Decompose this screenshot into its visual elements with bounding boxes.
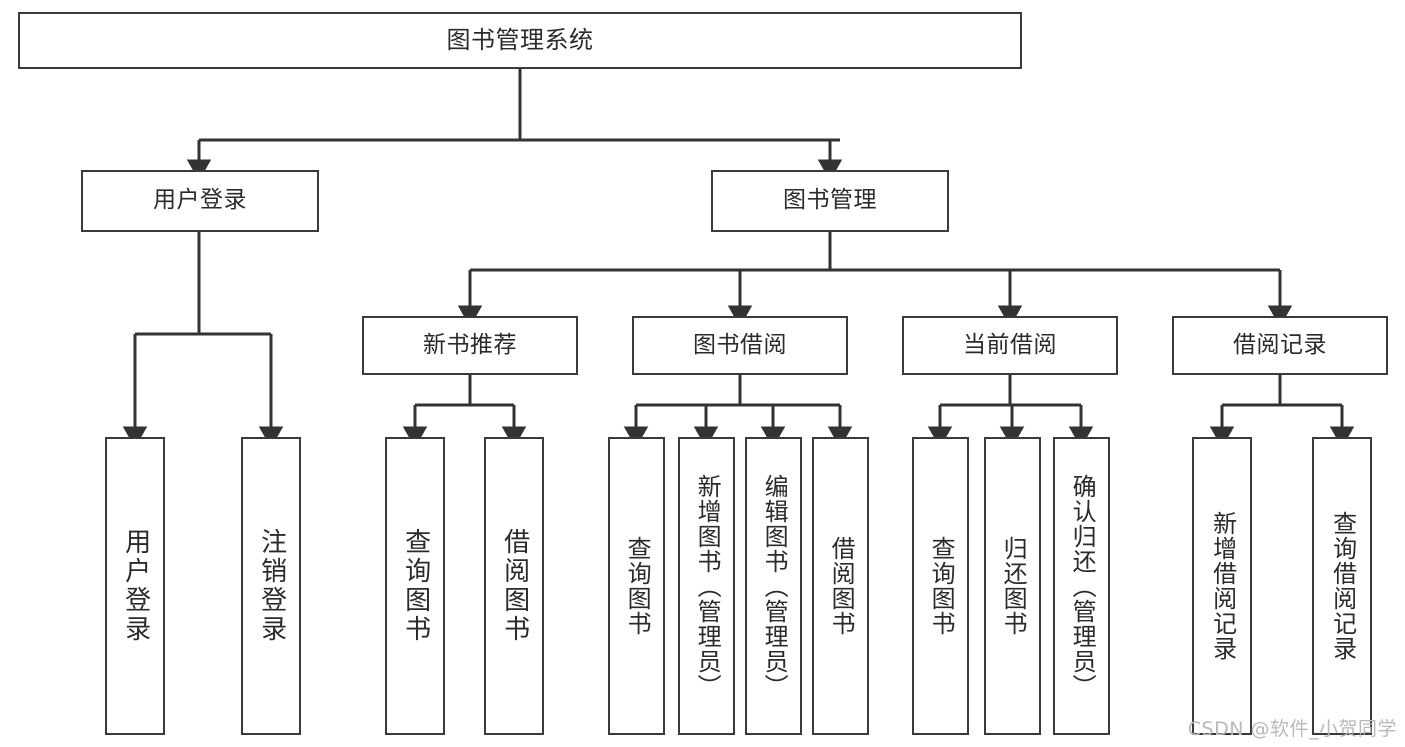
node-label: 查询图书 [400,528,431,644]
node-new-book-recommend[interactable]: 新书推荐 [362,316,578,375]
node-leaf-current-confirm-admin[interactable]: 确认归还（管理员） [1053,437,1110,735]
node-current-borrow[interactable]: 当前借阅 [902,316,1118,375]
node-label: 借阅记录 [1233,331,1327,358]
node-leaf-user-login[interactable]: 用户登录 [105,437,165,735]
node-label: 当前借阅 [963,331,1057,358]
node-label: 归还图书 [999,536,1028,636]
node-leaf-borrow-add-admin[interactable]: 新增图书（管理员） [678,437,735,735]
node-label: 用户登录 [120,528,151,644]
node-label: 查询借阅记录 [1328,511,1357,661]
node-leaf-user-logout[interactable]: 注销登录 [241,437,301,735]
node-leaf-borrow-edit-admin[interactable]: 编辑图书（管理员） [745,437,802,735]
node-label: 图书借阅 [693,331,787,358]
node-leaf-current-return[interactable]: 归还图书 [984,437,1041,735]
node-leaf-newbook-borrow[interactable]: 借阅图书 [484,437,544,735]
node-label: 图书管理系统 [446,26,594,55]
node-label: 编辑图书（管理员） [760,473,789,699]
node-label: 借阅图书 [827,536,856,636]
node-label: 查询图书 [927,536,956,636]
node-label: 新书推荐 [423,331,517,358]
node-leaf-borrow-query[interactable]: 查询图书 [608,437,665,735]
node-leaf-record-add[interactable]: 新增借阅记录 [1192,437,1252,735]
node-leaf-borrow-book[interactable]: 借阅图书 [812,437,869,735]
node-leaf-newbook-query[interactable]: 查询图书 [385,437,445,735]
node-borrow-record[interactable]: 借阅记录 [1172,316,1388,375]
node-label: 新增借阅记录 [1208,511,1237,661]
node-label: 新增图书（管理员） [693,473,722,699]
node-book-borrow[interactable]: 图书借阅 [632,316,848,375]
node-book-management[interactable]: 图书管理 [711,170,949,232]
node-leaf-current-query[interactable]: 查询图书 [912,437,969,735]
node-user-login[interactable]: 用户登录 [81,170,319,232]
node-label: 注销登录 [256,528,287,644]
node-label: 借阅图书 [499,528,530,644]
node-label: 确认归还（管理员） [1068,473,1097,699]
node-leaf-record-query[interactable]: 查询借阅记录 [1312,437,1372,735]
node-label: 用户登录 [153,187,247,214]
csdn-watermark: CSDN @软件_小贺同学 [1187,718,1397,740]
node-label: 图书管理 [783,187,877,214]
node-label: 查询图书 [623,536,652,636]
node-root-system[interactable]: 图书管理系统 [18,12,1022,69]
